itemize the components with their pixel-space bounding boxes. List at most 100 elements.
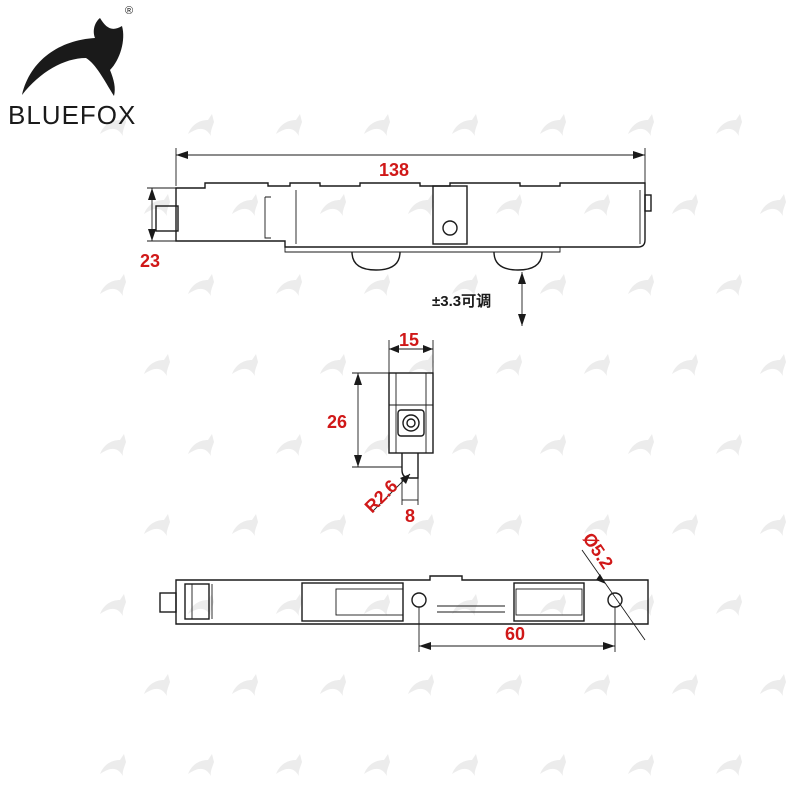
watermark-fox-icon <box>100 594 126 616</box>
watermark-fox-icon <box>188 434 214 456</box>
watermark-fox-icon <box>716 754 742 776</box>
watermark-fox-icon <box>760 674 786 696</box>
watermark-fox-icon <box>716 114 742 136</box>
dim-offset-label: 8 <box>405 506 415 526</box>
watermark-fox-icon <box>716 434 742 456</box>
side-left-block <box>155 205 179 232</box>
watermark-fox-icon <box>540 274 566 296</box>
side-inner-lines <box>295 190 641 244</box>
watermark-fox-icon <box>364 114 390 136</box>
watermark-fox-icon <box>628 594 654 616</box>
watermark-fox-icon <box>144 354 170 376</box>
dim-length-label: 138 <box>379 160 409 180</box>
watermark-fox-icon <box>320 674 346 696</box>
watermark-fox-icon <box>540 594 566 616</box>
watermark-fox-icon <box>452 114 478 136</box>
watermark-fox-icon <box>232 514 258 536</box>
fox-logo-icon <box>22 18 124 96</box>
end-carrier-ring <box>402 414 420 432</box>
watermark-fox-icon <box>276 274 302 296</box>
watermark-fox-icon <box>408 674 434 696</box>
watermark-fox-icon <box>276 594 302 616</box>
watermark-fox-icon <box>188 594 214 616</box>
plan-hole-left <box>411 592 427 608</box>
end-carrier-box <box>397 409 425 437</box>
registered-mark: ® <box>125 5 133 17</box>
watermark-fox-icon <box>100 274 126 296</box>
watermark-fox-icon <box>672 194 698 216</box>
watermark-fox-icon <box>496 514 522 536</box>
watermark-fox-icon <box>320 354 346 376</box>
watermark-fox-icon <box>144 514 170 536</box>
plan-slot-right-inner <box>515 588 583 616</box>
watermark-fox-icon <box>452 594 478 616</box>
watermark-fox-icon <box>628 114 654 136</box>
dim-diameter-label: Ø5.2 <box>579 529 617 573</box>
watermark-fox-icon <box>276 754 302 776</box>
watermark-fox-icon <box>540 754 566 776</box>
watermark-fox-icon <box>760 194 786 216</box>
watermark-fox-icon <box>144 674 170 696</box>
watermark-fox-icon <box>716 594 742 616</box>
end-body-outline <box>388 372 434 454</box>
side-rail <box>284 247 561 253</box>
side-body-outline <box>175 182 646 248</box>
watermark-fox-icon <box>672 674 698 696</box>
watermark-fox-icon <box>276 114 302 136</box>
adjust-arrows <box>518 272 526 326</box>
watermark-fox-icon <box>408 194 434 216</box>
plan-slot-right <box>513 582 585 622</box>
watermark-fox-icon <box>628 754 654 776</box>
dim-height-label: 23 <box>140 251 160 271</box>
watermark-fox-icon <box>452 754 478 776</box>
watermark-fox-icon <box>760 354 786 376</box>
watermark-fox-icon <box>672 514 698 536</box>
plan-body-outline <box>175 575 649 625</box>
watermark-fox-icon <box>100 114 126 136</box>
watermark-fox-icon <box>364 594 390 616</box>
side-carrier-hole <box>442 220 458 236</box>
watermark-fox-icon <box>144 194 170 216</box>
watermark-fox-icon <box>100 434 126 456</box>
watermark-fox-icon <box>320 514 346 536</box>
watermark-fox-icon <box>232 194 258 216</box>
plan-slot-left-inner <box>335 588 404 616</box>
watermark-fox-icon <box>496 354 522 376</box>
dim-width-label: 15 <box>399 330 419 350</box>
side-bracket <box>264 196 271 239</box>
side-wheel-right <box>493 251 543 271</box>
watermark-fox-icon <box>716 274 742 296</box>
watermark-fox-icon <box>408 354 434 376</box>
watermark-fox-icon <box>364 274 390 296</box>
dim-23-arrows <box>148 188 156 241</box>
watermark-fox-icon <box>364 754 390 776</box>
watermark-fox-icon <box>584 354 610 376</box>
watermark-fox-icon <box>496 194 522 216</box>
watermark-fox-icon <box>540 114 566 136</box>
side-carrier <box>432 185 468 245</box>
brand-logo: BLUEFOX ® <box>8 5 136 130</box>
watermark-fox-icon <box>540 434 566 456</box>
watermark-fox-icon <box>408 514 434 536</box>
watermark-fox-icon <box>452 434 478 456</box>
watermark-fox-icon <box>232 354 258 376</box>
side-right-pin <box>644 194 652 212</box>
watermark-fox-icon <box>276 434 302 456</box>
brand-name: BLUEFOX <box>8 100 136 130</box>
watermark-fox-icon <box>320 194 346 216</box>
plan-left-pin <box>159 592 177 613</box>
side-wheel-left <box>351 251 401 271</box>
dim-depth-label: 26 <box>327 412 347 432</box>
dim-spacing-label: 60 <box>505 624 525 644</box>
watermark-fox-icon <box>188 114 214 136</box>
watermark-fox-icon <box>496 674 522 696</box>
watermark-pattern <box>100 114 786 776</box>
watermark-fox-icon <box>188 274 214 296</box>
watermark-fox-icon <box>760 514 786 536</box>
dim-radius-label: R2.6 <box>361 476 402 517</box>
watermark-fox-icon <box>628 434 654 456</box>
dim-radius-arrow <box>400 474 410 484</box>
watermark-fox-icon <box>188 754 214 776</box>
